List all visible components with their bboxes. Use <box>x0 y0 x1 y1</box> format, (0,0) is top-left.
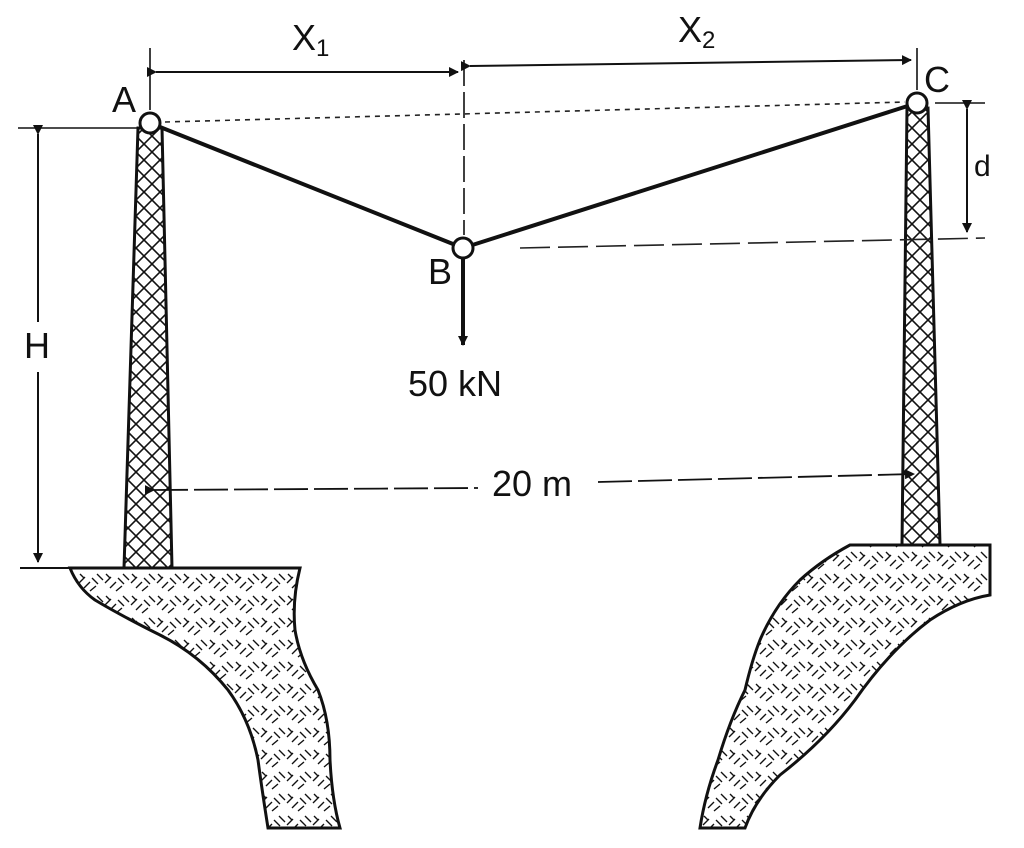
pin-b <box>451 236 475 260</box>
left-cliff <box>20 566 342 830</box>
left-tower <box>122 126 174 570</box>
d-dimension <box>935 100 985 233</box>
label-d: d <box>974 150 991 183</box>
span-dimension <box>144 469 915 496</box>
right-cliff <box>698 543 992 830</box>
right-tower <box>900 106 942 547</box>
cable-segment-bc <box>461 101 919 250</box>
cable <box>148 101 919 250</box>
label-b: B <box>428 251 452 292</box>
pin-a <box>138 111 162 135</box>
cable-segment-ab <box>148 121 465 250</box>
label-x2: X2 <box>678 9 715 54</box>
x1-dimension <box>147 48 459 110</box>
x2-dimension <box>460 48 918 90</box>
label-c: C <box>924 59 950 100</box>
pin-c <box>905 91 929 115</box>
sag-reference-line <box>519 237 986 249</box>
label-x1: X1 <box>292 17 329 62</box>
label-span: 20 m <box>492 463 572 504</box>
label-a: A <box>112 79 136 120</box>
label-h: H <box>24 325 50 366</box>
label-load: 50 kN <box>408 363 502 404</box>
h-dimension <box>18 125 140 563</box>
top-reference-line <box>164 101 906 123</box>
